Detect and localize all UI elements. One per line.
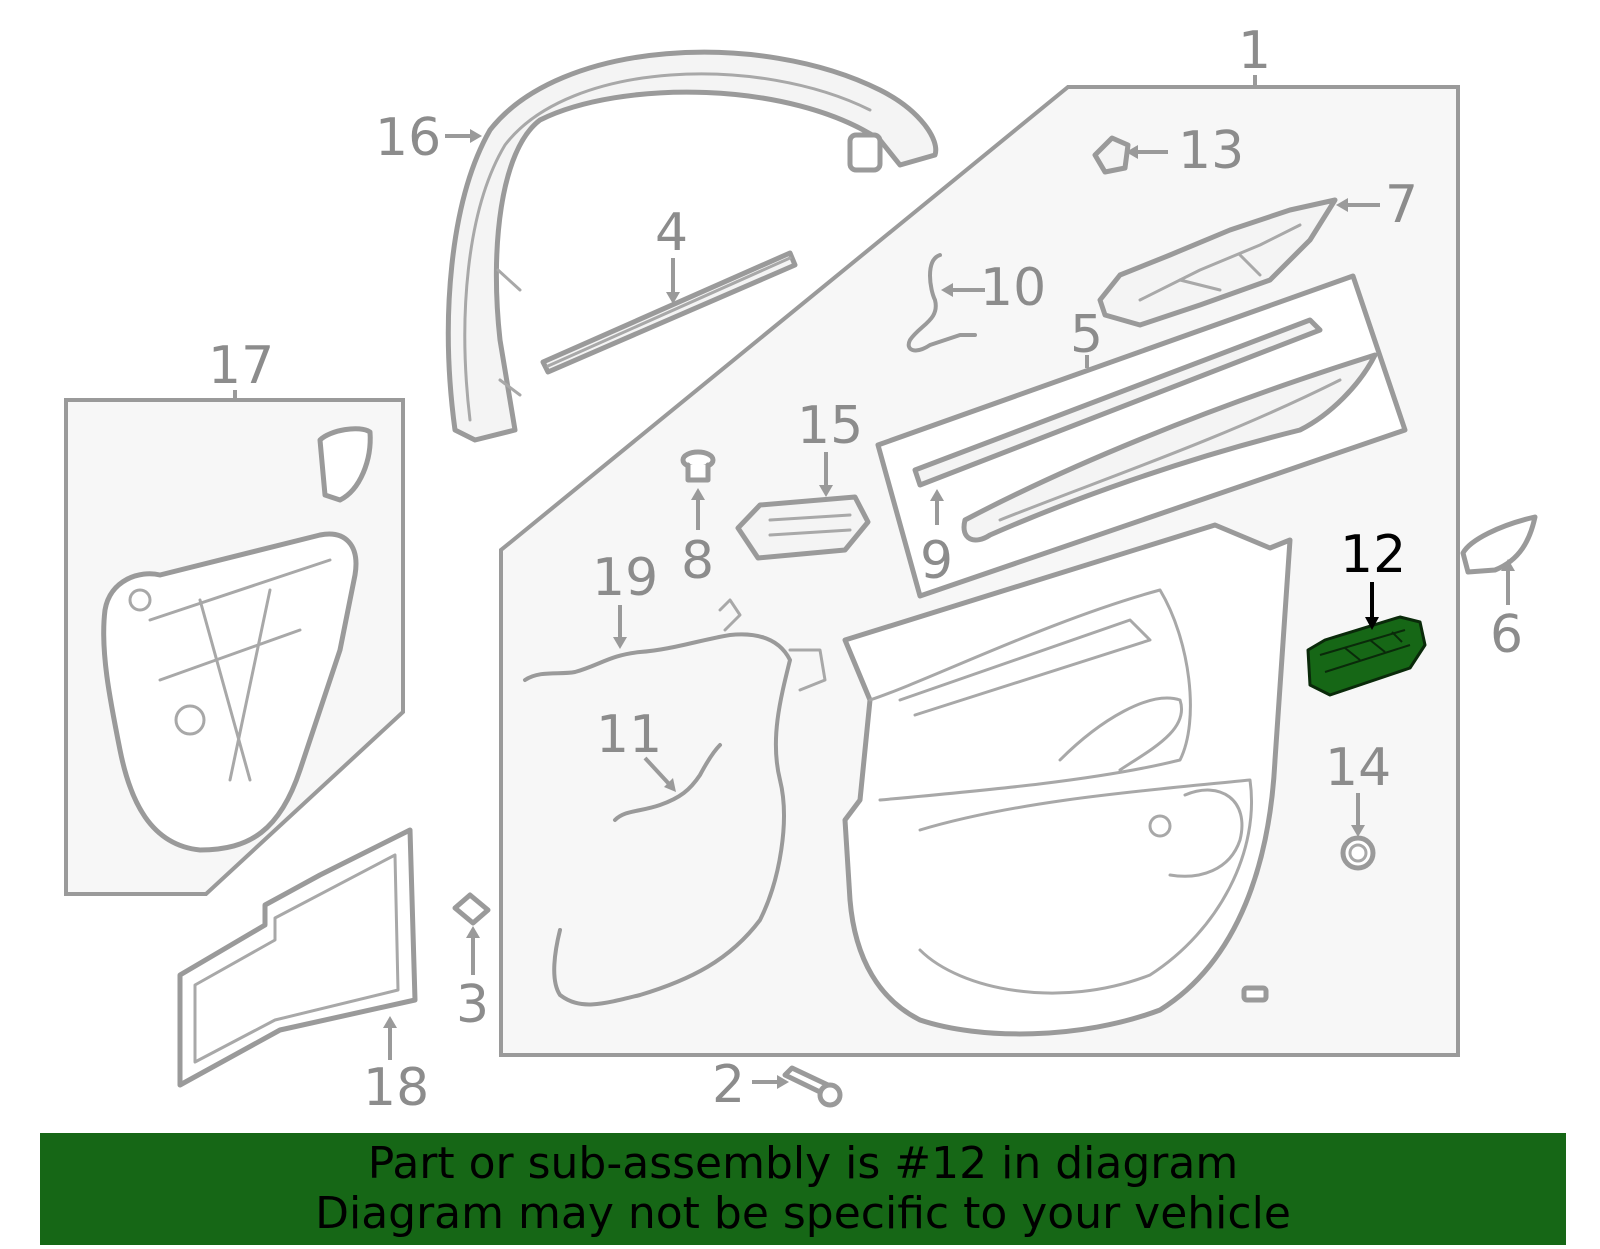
seal-frame-part — [177, 827, 418, 1088]
callout-7: 7 — [1385, 175, 1418, 235]
small-harness-part — [613, 743, 722, 822]
callout-14: 14 — [1325, 738, 1391, 798]
door-trim-panel — [842, 522, 1293, 1037]
clip-part — [1092, 135, 1131, 175]
callout-6: 6 — [1490, 605, 1523, 665]
callout-2: 2 — [712, 1055, 745, 1115]
pull-handle-bracket-part — [1097, 197, 1338, 328]
callout-15: 15 — [797, 396, 863, 456]
callout-1: 1 — [1238, 21, 1271, 81]
pad-part — [452, 892, 491, 926]
info-banner: Part or sub-assembly is #12 in diagram D… — [40, 1133, 1566, 1245]
banner-line-1: Part or sub-assembly is #12 in diagram — [367, 1138, 1239, 1189]
wiring-harness-part — [523, 632, 792, 1007]
armrest-trim-part — [875, 273, 1408, 599]
grommet-part — [1340, 835, 1376, 871]
callout-5: 5 — [1070, 305, 1103, 365]
callout-17: 17 — [208, 336, 274, 396]
callout-12: 12 — [1340, 525, 1406, 585]
callout-19: 19 — [592, 548, 658, 608]
callout-arrows — [233, 75, 1515, 1089]
callout-8: 8 — [681, 531, 714, 591]
frame-molding-part — [445, 49, 939, 443]
banner-line-2: Diagram may not be specific to your vehi… — [315, 1188, 1291, 1239]
window-regulator-part — [101, 426, 373, 853]
switch-panel-part — [735, 494, 871, 561]
parts-diagram: 1 2 3 4 5 6 7 8 9 10 11 12 13 14 15 16 1… — [64, 21, 1538, 1118]
belt-molding-part — [540, 250, 798, 375]
wire-part — [906, 253, 977, 353]
callout-10: 10 — [980, 258, 1046, 318]
callout-11: 11 — [596, 705, 662, 765]
callout-9: 9 — [920, 531, 953, 591]
bolt-part — [782, 1065, 843, 1108]
callout-4: 4 — [655, 203, 688, 263]
push-pin-part — [680, 449, 716, 483]
callout-18: 18 — [363, 1058, 429, 1118]
window-switch-part-highlighted — [1306, 615, 1427, 697]
callout-16: 16 — [375, 108, 441, 168]
mirror-cover-part — [1460, 514, 1538, 575]
callout-3: 3 — [456, 975, 489, 1035]
callout-13: 13 — [1178, 121, 1244, 181]
